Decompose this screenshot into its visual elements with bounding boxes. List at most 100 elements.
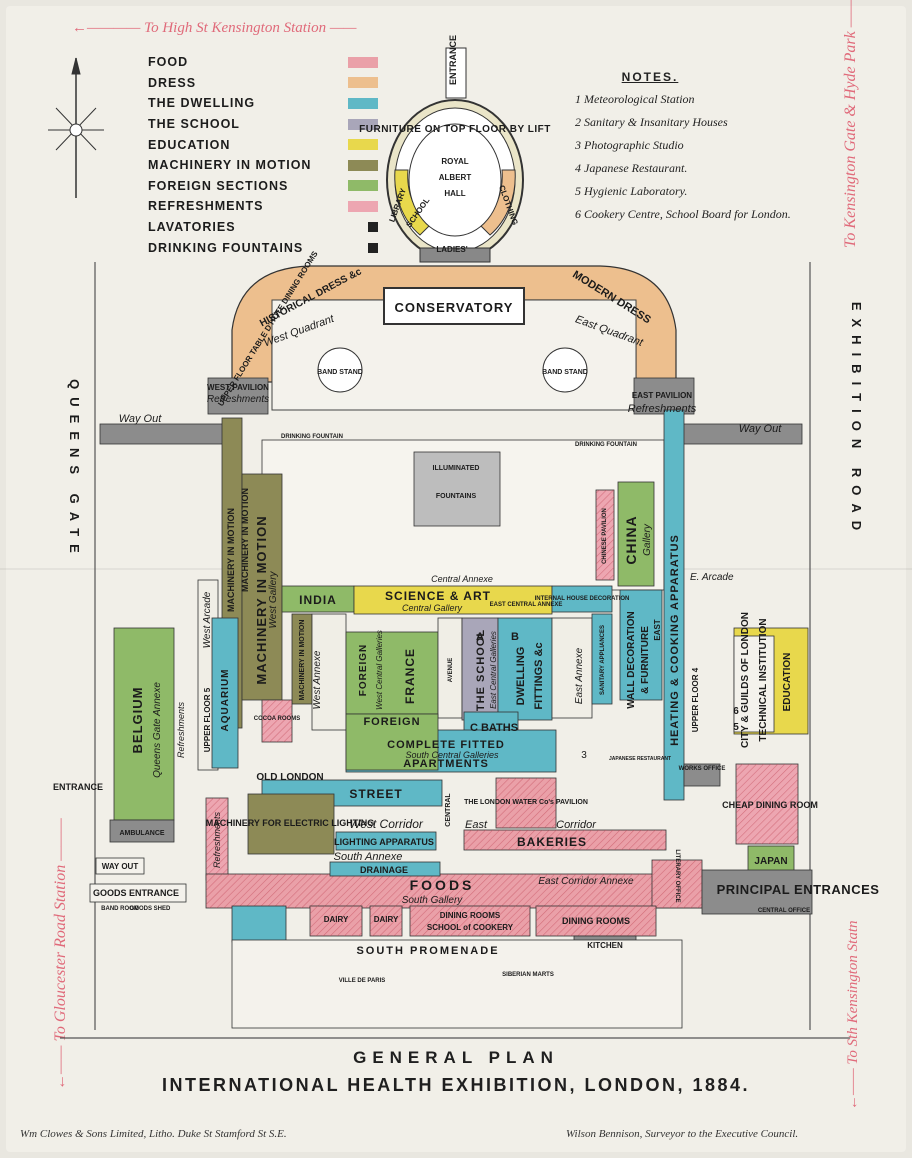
technical-label: TECHNICAL INSTITUTION <box>758 618 769 741</box>
note-6: 6 Cookery Centre, School Board for Londo… <box>575 207 791 221</box>
legend-item: FOREIGN SECTIONS <box>148 176 378 197</box>
legend-item: DRINKING FOUNTAINS <box>148 237 378 258</box>
footer-printer: Wm Clowes & Sons Limited, Litho. Duke St… <box>20 1128 287 1140</box>
west-pavilion-sub: Refreshments <box>207 394 269 405</box>
west-pavilion-block <box>207 377 269 415</box>
plan-subtitle: INTERNATIONAL HEALTH EXHIBITION, LONDON,… <box>161 1075 751 1095</box>
india-block <box>281 585 355 613</box>
legend-item: FOOD <box>148 52 378 73</box>
north-west-wall <box>99 423 231 445</box>
dwelling-label: DWELLING <box>515 647 527 706</box>
city-guilds-label: CITY & GUILDS OF LONDON <box>740 612 751 748</box>
goods-entrance-label: GOODS ENTRANCE <box>93 888 179 898</box>
dairy-2-label: DAIRY <box>374 915 399 924</box>
legend-item: THE SCHOOL <box>148 114 378 135</box>
works-office-block <box>683 763 721 787</box>
east-pavilion-sub: Refreshments <box>628 403 697 415</box>
south-left-block <box>231 905 287 943</box>
west-annexe-strip <box>311 613 347 731</box>
legend-swatch <box>348 97 378 109</box>
literary-office-label: LITERARY OFFICE <box>674 849 680 902</box>
mach-motion-2: MACHINERY IN MOTION <box>240 488 250 592</box>
aquarium-label: AQUARIUM <box>220 669 231 732</box>
hall-furniture: FURNITURE ON TOP FLOOR BY LIFT <box>359 124 551 135</box>
legend-label: THE DWELLING <box>148 96 256 111</box>
fountains-label: FOUNTAINS <box>436 493 477 500</box>
street-label: STREET <box>349 787 402 801</box>
mach-motion-3: MACHINERY IN MOTION <box>254 515 269 684</box>
conservatory-label: CONSERVATORY <box>395 300 514 315</box>
belgium-label: BELGIUM <box>130 687 145 754</box>
cheap-dining-block-hatch <box>736 764 798 844</box>
band-room-label: BAND ROOM <box>101 906 139 912</box>
siberian-marts-label: SIBERIAN MARTS <box>502 972 554 978</box>
east-central-annexe-label: EAST CENTRAL ANNEXE <box>490 602 563 608</box>
east-corridor-annexe-label: East Corridor Annexe <box>538 876 634 887</box>
notes-title: NOTES. <box>621 70 679 84</box>
band-stand-w-label: BAND STAND <box>317 369 363 376</box>
france-label: FRANCE <box>403 648 417 704</box>
legend-swatch <box>348 56 378 68</box>
num-5-label: 5 <box>733 722 739 733</box>
dairy-2-block-hatch <box>370 906 402 936</box>
b-label: B <box>511 631 519 643</box>
illuminated-label: ILLUMINATED <box>433 465 480 472</box>
complete-fitted-label: COMPLETE FITTED <box>387 739 505 751</box>
legend-label: FOOD <box>148 55 189 70</box>
legend-label: DRINKING FOUNTAINS <box>148 240 304 255</box>
legend-label: DRESS <box>148 75 197 90</box>
apartments-label: APARTMENTS <box>403 758 489 770</box>
drainage-block <box>329 861 441 877</box>
arrow-left-icon: ←———— <box>72 20 141 36</box>
legend-label: LAVATORIES <box>148 220 236 235</box>
dining-rooms-small-label: DINING ROOMS <box>440 911 501 920</box>
way-out-w-label: Way Out <box>119 413 163 425</box>
science-art-block <box>353 585 553 615</box>
heating-cooking-block <box>663 409 685 801</box>
royal-albert-hall <box>386 47 524 263</box>
num-6-label: 6 <box>733 706 739 717</box>
refreshments-w-label: Refreshments <box>176 701 186 758</box>
bakeries-block-hatch <box>464 830 666 850</box>
belgium-block <box>113 627 175 821</box>
furniture-label: & FURNITURE <box>640 626 651 694</box>
literary-office-block-hatch <box>652 860 702 908</box>
foreign2-label: FOREIGN <box>363 716 420 728</box>
the-school-label: THE SCHOOL <box>475 629 487 711</box>
legend-swatch <box>348 77 378 89</box>
london-water-label: THE LONDON WATER Co's PAVILION <box>464 799 588 806</box>
science-art-label: SCIENCE & ART <box>385 589 491 603</box>
internal-house-block <box>551 585 613 613</box>
guilds-block <box>733 635 775 733</box>
hall-name-1: ROYAL <box>441 157 468 166</box>
a-label: A <box>476 631 484 643</box>
arrow-right-line-icon: —— <box>329 20 357 36</box>
avenue-label: AVENUE <box>448 658 454 683</box>
principal-entrances-block <box>701 869 813 915</box>
dining-rooms-label: DINING ROOMS <box>562 916 630 926</box>
hall-ladies: LADIES' <box>436 245 467 254</box>
ville-de-paris-label: VILLE DE PARIS <box>339 978 386 984</box>
note-1: 1 Meteorological Station <box>575 92 695 106</box>
illuminated-fountains-block <box>413 451 501 527</box>
mach-motion-1: MACHINERY IN MOTION <box>226 508 236 612</box>
internal-house-label: INTERNAL HOUSE DECORATION <box>535 596 630 602</box>
upper-floor-4-label: UPPER FLOOR 4 <box>691 667 700 732</box>
refreshments-v-label: Refreshments <box>212 811 222 868</box>
legend-label: MACHINERY IN MOTION <box>148 158 312 173</box>
fittings-label: FITTINGS &c <box>533 642 545 709</box>
legend-item: THE DWELLING <box>148 93 378 114</box>
quadrants <box>231 265 677 411</box>
corridor-label: Corridor <box>556 819 597 831</box>
lighting-block <box>335 831 437 851</box>
cocoa-rooms-label: COCOA ROOMS <box>254 716 300 722</box>
legend-swatch <box>348 159 378 171</box>
goods-entrance-block <box>89 883 187 903</box>
refreshments-west-vertical-hatch <box>206 798 228 880</box>
west-central-galleries-label: West Central Galleries <box>375 630 384 710</box>
legend-label: FOREIGN SECTIONS <box>148 178 289 193</box>
south-gallery-label: South Gallery <box>402 895 464 906</box>
east-lbl-label: East <box>465 819 488 831</box>
aquarium-block <box>211 617 239 769</box>
legend-item: REFRESHMENTS <box>148 196 378 217</box>
